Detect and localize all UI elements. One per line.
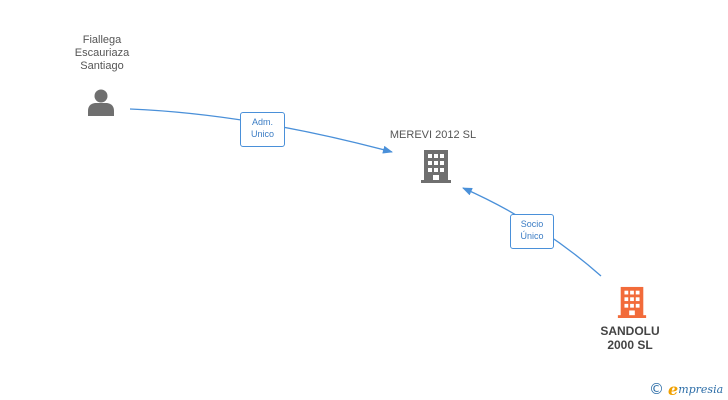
- sandolu-name-line: 2000 SL: [607, 338, 653, 352]
- sandolu-name-line: SANDOLU: [600, 324, 660, 338]
- sandolu-label: SANDOLU 2000 SL: [580, 324, 680, 352]
- person-name-label: Fiallega Escauriaza Santiago: [52, 34, 152, 73]
- building-icon[interactable]: [616, 284, 648, 320]
- person-name-line: Fiallega: [82, 34, 122, 46]
- empresia-copyright[interactable]: © e mpresia: [649, 379, 728, 399]
- edge-label-line: Unico: [250, 129, 274, 139]
- brand-logo-initial: e: [668, 379, 679, 399]
- merevi-name: MEREVI 2012 SL: [389, 129, 477, 141]
- person-name-line: Escauriaza: [74, 47, 130, 59]
- copyright-icon: ©: [649, 380, 664, 398]
- building-icon[interactable]: [419, 148, 453, 184]
- edge-label-line: Único: [520, 231, 544, 241]
- edge-label-socio-unico: Socio Único: [510, 214, 554, 249]
- person-name-line: Santiago: [80, 60, 124, 72]
- merevi-label: MEREVI 2012 SL: [373, 129, 493, 142]
- edge-label-line: Adm.: [251, 117, 273, 127]
- edge-label-line: Socio: [520, 219, 544, 229]
- brand-logo-text: mpresia: [678, 382, 724, 396]
- person-icon[interactable]: [86, 88, 116, 117]
- edge-label-adm-unico: Adm. Unico: [240, 112, 285, 147]
